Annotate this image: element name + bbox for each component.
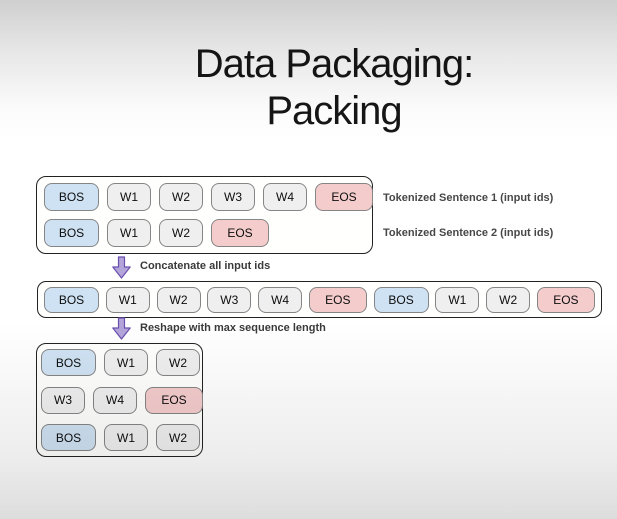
reshaped-row-1: BOS W1 W2 [41, 349, 200, 376]
token-w2: W2 [156, 286, 201, 313]
token-w2: W2 [159, 219, 203, 247]
token-bos: BOS [44, 286, 99, 313]
reshaped-row-2: W3 W4 EOS [41, 386, 203, 414]
token-w3: W3 [41, 386, 85, 414]
token-w3: W3 [211, 183, 255, 211]
token-eos: EOS [315, 183, 373, 211]
token-w1: W1 [104, 424, 148, 451]
concatenated-input-ids-block: BOS W1 W2 W3 W4 EOS BOS W1 W2 EOS [37, 281, 602, 318]
title-line-2: Packing [266, 88, 402, 133]
reshaped-sequences-block: BOS W1 W2 W3 W4 EOS BOS W1 W2 [36, 343, 203, 457]
token-bos: BOS [44, 183, 99, 211]
token-w1: W1 [104, 349, 148, 376]
token-bos: BOS [44, 219, 99, 247]
down-arrow-icon [112, 256, 131, 279]
token-w3: W3 [207, 286, 252, 313]
token-w2: W2 [156, 349, 200, 376]
token-eos: EOS [536, 286, 595, 313]
token-w4: W4 [258, 286, 303, 313]
token-w4: W4 [93, 386, 137, 414]
token-w2: W2 [156, 424, 200, 451]
token-w2: W2 [486, 286, 531, 313]
token-w4: W4 [263, 183, 307, 211]
slide-title: Data Packaging:Packing [51, 41, 617, 135]
token-w1: W1 [435, 286, 480, 313]
reshaped-row-3: BOS W1 W2 [41, 424, 200, 451]
reshape-step-label: Reshape with max sequence length [140, 322, 326, 334]
tokenized-sentence-1-row: BOS W1 W2 W3 W4 EOS [44, 183, 373, 211]
sentence-1-label: Tokenized Sentence 1 (input ids) [383, 192, 554, 204]
token-eos: EOS [308, 286, 367, 313]
tokenized-sentences-block: BOS W1 W2 W3 W4 EOS BOS W1 W2 EOS [36, 176, 373, 254]
token-bos: BOS [41, 424, 96, 451]
token-w1: W1 [107, 219, 151, 247]
down-arrow-icon [112, 317, 131, 340]
token-bos: BOS [373, 286, 429, 313]
concatenate-step-label: Concatenate all input ids [140, 260, 271, 272]
token-w1: W1 [105, 286, 150, 313]
tokenized-sentence-2-row: BOS W1 W2 EOS [44, 219, 365, 247]
token-bos: BOS [41, 349, 96, 376]
token-eos: EOS [211, 219, 269, 247]
sentence-2-label: Tokenized Sentence 2 (input ids) [383, 227, 554, 239]
token-w2: W2 [159, 183, 203, 211]
token-eos: EOS [145, 386, 203, 414]
title-line-1: Data Packaging: [194, 41, 475, 86]
token-w1: W1 [107, 183, 151, 211]
